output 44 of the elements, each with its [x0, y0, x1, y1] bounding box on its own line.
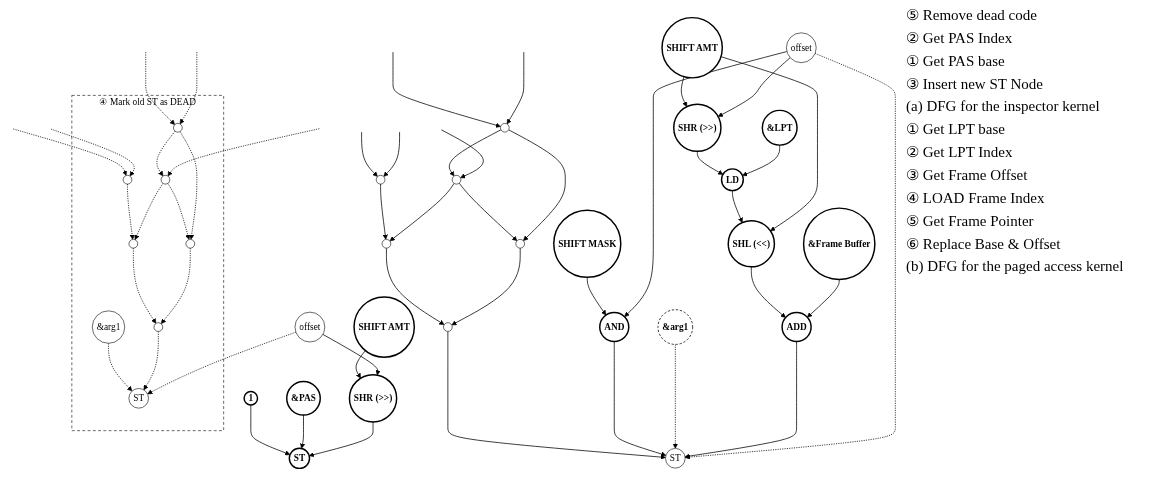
step-note: ⑤ Remove dead code: [906, 6, 1038, 24]
node-circle: LD: [720, 168, 744, 192]
node-circle: SHIFT AMT: [353, 296, 416, 358]
node-circle: 1: [243, 390, 259, 406]
node-circle: [153, 322, 163, 332]
node-circle: [451, 175, 462, 185]
node-circle: SHIFT MASK: [553, 209, 622, 278]
step-note: ⑥ Replace Base & Offset: [906, 235, 1062, 253]
node-circle: &arg1: [657, 309, 694, 345]
node-circle: [500, 123, 510, 133]
step-note: (a) DFG for the inspector kernel: [906, 98, 1101, 115]
step-note: ③ Insert new ST Node: [906, 75, 1044, 93]
node-circle: ST: [665, 448, 686, 469]
node-circle: SHR (>>): [348, 374, 398, 423]
node-circle: SHR (>>): [673, 103, 722, 153]
node-circle: [443, 322, 453, 332]
node-circle: SHL (<<): [727, 219, 776, 268]
step-note: ① Get PAS base: [906, 52, 1006, 70]
node-circle: [122, 175, 133, 185]
node-circle: [160, 175, 171, 185]
step-note: ② Get PAS Index: [906, 29, 1014, 47]
node-circle: &PAS: [286, 380, 321, 416]
step-note: ② Get LPT Index: [906, 143, 1014, 161]
step-note: ③ Get Frame Offset: [906, 166, 1029, 184]
node-circle: ST: [128, 388, 149, 409]
node-circle: [173, 123, 183, 133]
step-note: ① Get LPT base: [906, 120, 1006, 138]
step-note: ④ LOAD Frame Index: [906, 189, 1046, 207]
node-circle: [128, 239, 138, 249]
node-circle: offset: [786, 32, 817, 63]
node-circle: SHIFT AMT: [661, 16, 724, 79]
step-note: ⑤ Get Frame Pointer: [906, 212, 1035, 230]
node-circle: [515, 239, 525, 249]
node-circle: [185, 239, 195, 249]
step-note: (b) DFG for the paged access kernel: [906, 258, 1125, 275]
node-circle: &LPT: [761, 109, 798, 146]
node-circle: &arg1: [92, 310, 126, 344]
node-circle: [375, 175, 386, 185]
node-circle: ADD: [781, 311, 812, 343]
node-circle: ST: [288, 447, 311, 470]
node-circle: offset: [294, 311, 326, 343]
node-circle: AND: [599, 311, 630, 343]
node-circle: &Frame Buffer: [802, 207, 876, 281]
node-circle: [381, 239, 392, 249]
